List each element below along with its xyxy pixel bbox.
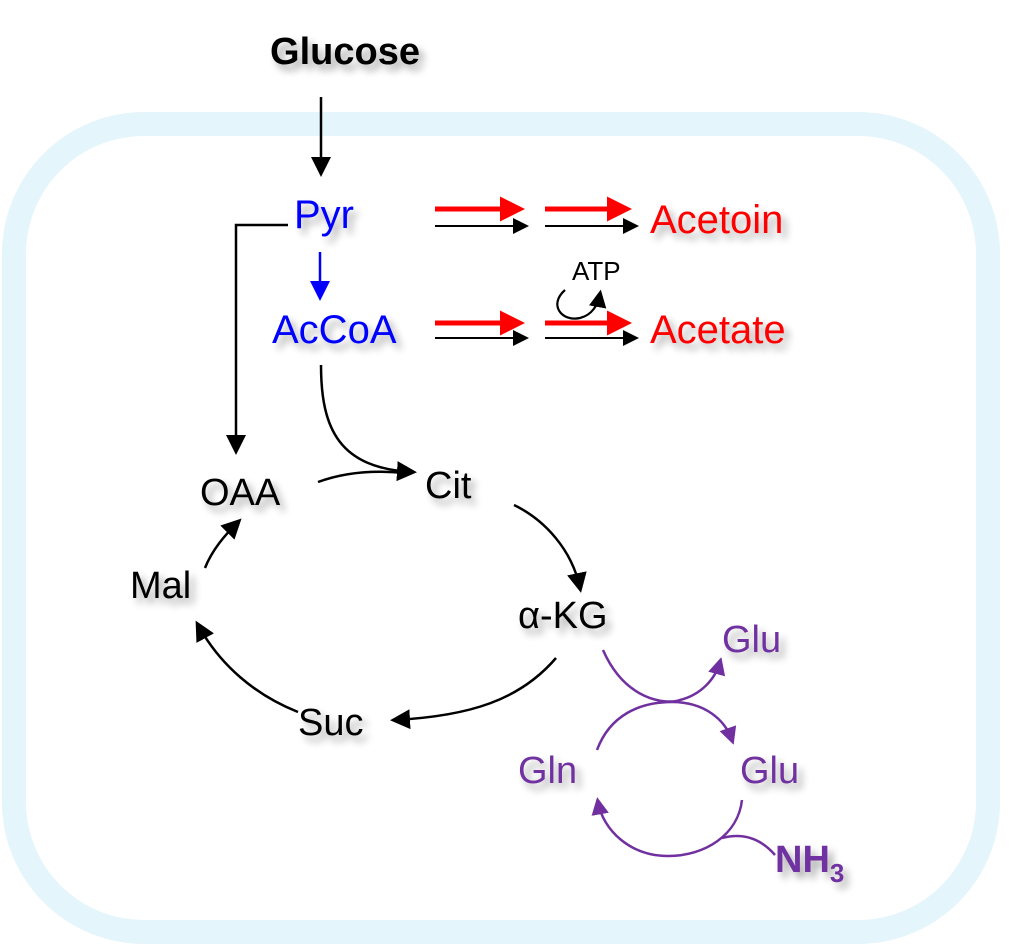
- oaa-label: OAA: [200, 472, 281, 514]
- mal-to-oaa-arrow: [203, 518, 242, 569]
- atp-label: ATP: [572, 256, 621, 286]
- cit-label: Cit: [425, 465, 472, 507]
- nh3-base: NH: [775, 839, 830, 881]
- nh3-input-line: [721, 834, 776, 856]
- gln-label: Gln: [518, 750, 577, 792]
- glu-bottom-label: Glu: [740, 750, 799, 792]
- acetate-label: Acetate: [650, 308, 786, 352]
- akg-label: α-KG: [518, 595, 608, 637]
- acetoin-label: Acetoin: [650, 198, 783, 242]
- glu-top-label: Glu: [722, 619, 781, 661]
- accoa-to-cit-arrow: [319, 364, 417, 482]
- glu-to-gln-arrow: [591, 797, 744, 858]
- pyr-label: Pyr: [294, 193, 354, 237]
- suc-label: Suc: [298, 702, 363, 744]
- akg-to-glu-arrow: [601, 649, 726, 703]
- suc-to-mal-arrow: [195, 620, 299, 714]
- accoa-label: AcCoA: [272, 308, 397, 352]
- nh3-subscript: 3: [830, 858, 844, 888]
- akg-to-suc-arrow: [390, 657, 557, 730]
- nh3-label: NH3: [775, 839, 844, 888]
- cit-to-akg-arrow: [513, 503, 587, 593]
- glucose-label: Glucose: [270, 31, 420, 73]
- oaa-to-cit-arc: [317, 470, 406, 484]
- pyr-to-oaa-arrow: [226, 223, 288, 455]
- cell-membrane: [2, 112, 1000, 944]
- gln-to-glu-arrow: [595, 700, 737, 751]
- atp-curved-arrow: [556, 289, 607, 320]
- mal-label: Mal: [130, 565, 191, 607]
